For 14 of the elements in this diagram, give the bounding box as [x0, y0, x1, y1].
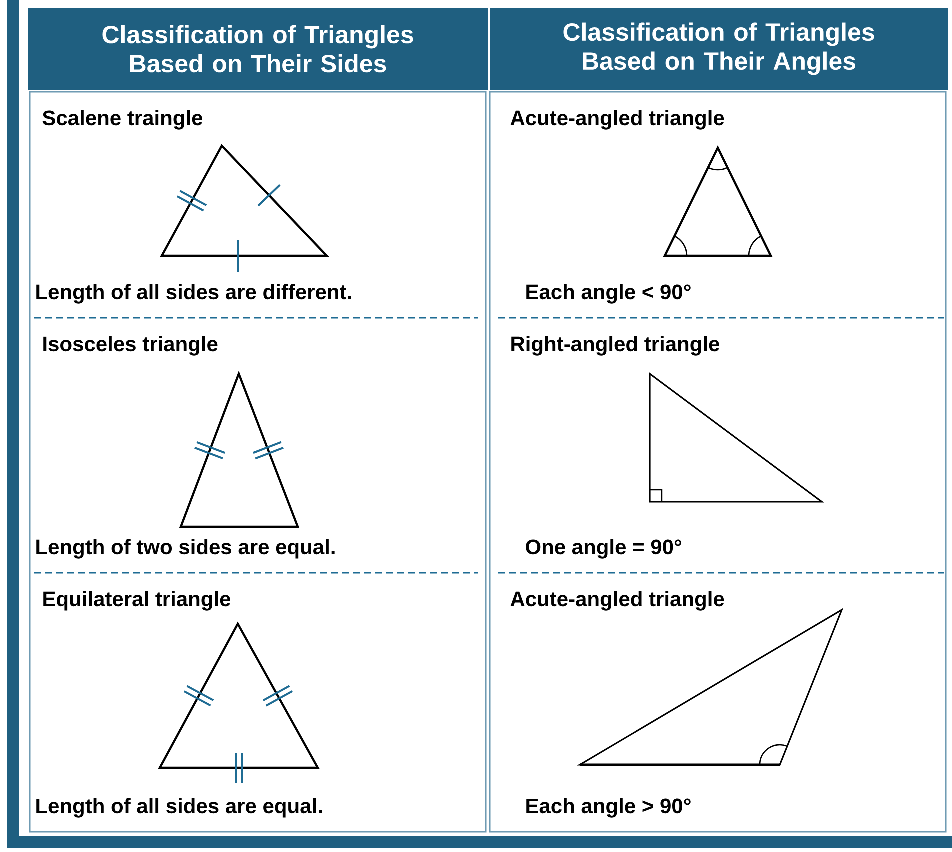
- cell-title: Isosceles triangle: [44, 336, 218, 356]
- header-cell: Classification of Triangles Based on Their Angles: [490, 8, 948, 90]
- cell-title: Equilateral triangle: [44, 591, 231, 611]
- cell-description: Each angle < 90°: [526, 284, 691, 304]
- cell-title: Acute-angled triangle: [510, 110, 724, 130]
- cell-title: Right-angled triangle: [512, 336, 720, 356]
- header-cell: Classification of Triangles Based on Their Sides: [28, 8, 488, 90]
- cell-title: Acute-angled triangle: [510, 591, 724, 611]
- cell-description: Length of all sides are equal.: [36, 798, 322, 818]
- cell-description: Length of all sides are different.: [36, 284, 352, 304]
- cell-title: Scalene traingle: [42, 110, 203, 130]
- cell-description: Each angle > 90°: [526, 798, 691, 818]
- cell-description: Length of two sides are equal.: [36, 539, 335, 559]
- cell-description: One angle = 90°: [526, 539, 682, 559]
